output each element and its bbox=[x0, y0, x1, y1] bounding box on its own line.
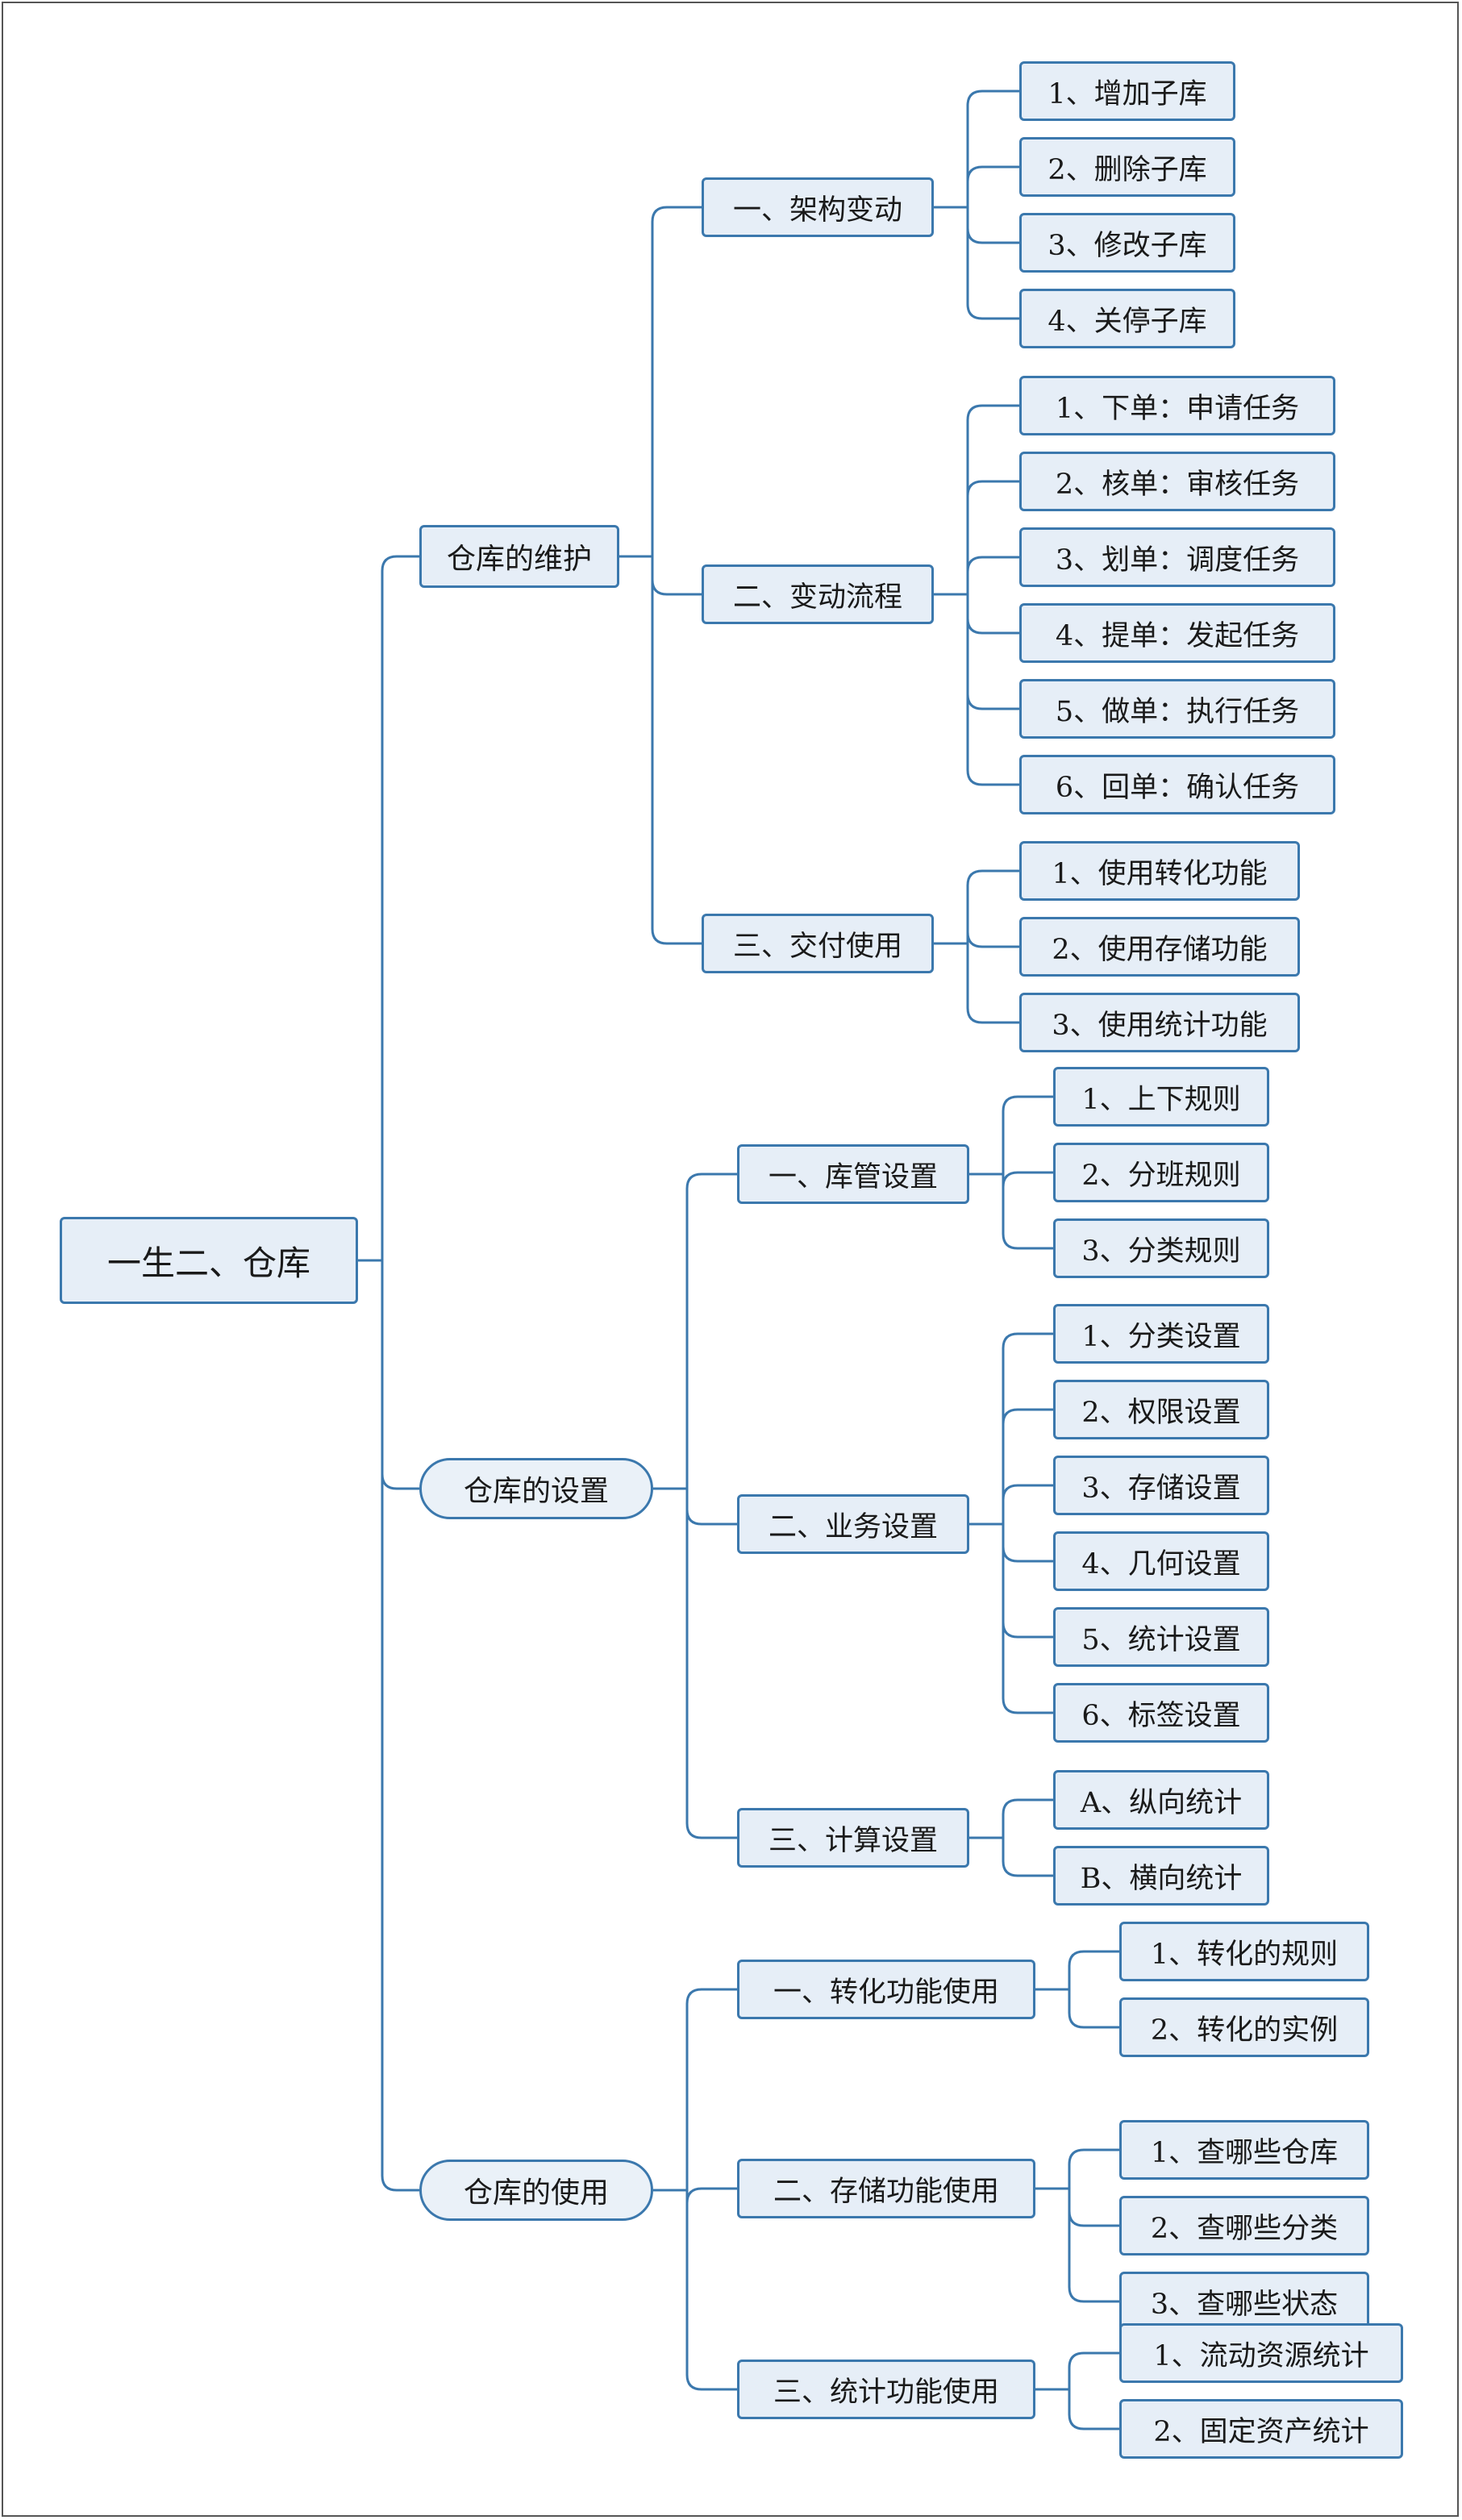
connector-line bbox=[685, 1988, 737, 2190]
branch-node[interactable]: 仓库的设置 bbox=[419, 1458, 653, 1519]
leaf-node[interactable]: 3、分类规则 bbox=[1053, 1218, 1269, 1278]
connector-line bbox=[1002, 1524, 1053, 1563]
leaf-node[interactable]: 5、做单：执行任务 bbox=[1019, 679, 1335, 739]
connector-line bbox=[1002, 1174, 1053, 1250]
leaf-node[interactable]: 3、修改子库 bbox=[1019, 213, 1235, 273]
group-node[interactable]: 一、库管设置 bbox=[737, 1144, 969, 1204]
leaf-node[interactable]: 1、使用转化功能 bbox=[1019, 841, 1300, 901]
connector-line bbox=[685, 1173, 737, 1489]
leaf-node[interactable]: 4、提单：发起任务 bbox=[1019, 603, 1335, 663]
leaf-node[interactable]: B、横向统计 bbox=[1053, 1846, 1269, 1906]
group-node[interactable]: 一、架构变动 bbox=[702, 177, 934, 237]
group-node[interactable]: 二、变动流程 bbox=[702, 564, 934, 624]
connector-line bbox=[966, 556, 1019, 594]
leaf-node[interactable]: 3、查哪些状态 bbox=[1119, 2272, 1369, 2331]
leaf-node[interactable]: 1、分类设置 bbox=[1053, 1304, 1269, 1364]
leaf-node[interactable]: 4、关停子库 bbox=[1019, 289, 1235, 348]
connector-line bbox=[381, 1260, 419, 2192]
leaf-node[interactable]: 6、标签设置 bbox=[1053, 1683, 1269, 1743]
group-node[interactable]: 一、转化功能使用 bbox=[737, 1960, 1035, 2019]
connector-line bbox=[1002, 1484, 1053, 1524]
connector-line bbox=[1002, 1798, 1053, 1838]
connector-line bbox=[381, 555, 419, 1260]
group-node[interactable]: 三、统计功能使用 bbox=[737, 2360, 1035, 2419]
connector-line bbox=[685, 2187, 737, 2204]
group-node[interactable]: 三、计算设置 bbox=[737, 1808, 969, 1868]
leaf-node[interactable]: 4、几何设置 bbox=[1053, 1531, 1269, 1591]
connector-line bbox=[966, 869, 1019, 943]
connector-line bbox=[966, 90, 1019, 207]
connector-line bbox=[1068, 2189, 1119, 2227]
connector-line bbox=[966, 480, 1019, 594]
connector-line bbox=[1002, 1171, 1053, 1188]
leaf-node[interactable]: 2、查哪些分类 bbox=[1119, 2196, 1369, 2256]
leaf-node[interactable]: 1、下单：申请任务 bbox=[1019, 376, 1335, 435]
connector-line bbox=[651, 206, 702, 556]
connector-line bbox=[1068, 1950, 1119, 1989]
leaf-node[interactable]: 1、查哪些仓库 bbox=[1119, 2120, 1369, 2180]
connector-line bbox=[381, 1260, 419, 1490]
connector-line bbox=[1002, 1095, 1053, 1174]
connector-line bbox=[1002, 1408, 1053, 1524]
connector-line bbox=[1068, 1989, 1119, 2029]
connector-line bbox=[1068, 2189, 1119, 2303]
leaf-node[interactable]: 2、核单：审核任务 bbox=[1019, 452, 1335, 511]
leaf-node[interactable]: 2、固定资产统计 bbox=[1119, 2399, 1403, 2459]
group-node[interactable]: 三、交付使用 bbox=[702, 914, 934, 973]
leaf-node[interactable]: 6、回单：确认任务 bbox=[1019, 755, 1335, 814]
leaf-node[interactable]: 2、分班规则 bbox=[1053, 1143, 1269, 1202]
connector-line bbox=[1068, 2389, 1119, 2430]
leaf-node[interactable]: 2、删除子库 bbox=[1019, 137, 1235, 197]
connector-line bbox=[651, 556, 702, 945]
branch-node[interactable]: 仓库的维护 bbox=[419, 525, 619, 588]
connector-line bbox=[966, 404, 1019, 594]
leaf-node[interactable]: 1、转化的规则 bbox=[1119, 1922, 1369, 1981]
connector-line bbox=[685, 1489, 737, 1839]
leaf-node[interactable]: 3、划单：调度任务 bbox=[1019, 527, 1335, 587]
connector-line bbox=[651, 556, 702, 596]
connector-line bbox=[966, 943, 1019, 1024]
leaf-node[interactable]: 2、转化的实例 bbox=[1119, 1997, 1369, 2057]
group-node[interactable]: 二、存储功能使用 bbox=[737, 2159, 1035, 2218]
connector-line bbox=[966, 207, 1019, 320]
leaf-node[interactable]: 5、统计设置 bbox=[1053, 1607, 1269, 1667]
connector-line bbox=[1002, 1524, 1053, 1639]
branch-node[interactable]: 仓库的使用 bbox=[419, 2160, 653, 2221]
leaf-node[interactable]: 3、使用统计功能 bbox=[1019, 993, 1300, 1052]
leaf-node[interactable]: 1、上下规则 bbox=[1053, 1067, 1269, 1127]
leaf-node[interactable]: 3、存储设置 bbox=[1053, 1456, 1269, 1515]
connector-line bbox=[1002, 1332, 1053, 1524]
leaf-node[interactable]: A、纵向统计 bbox=[1053, 1770, 1269, 1830]
connector-line bbox=[1002, 1838, 1053, 1877]
connector-line bbox=[966, 594, 1019, 710]
group-node[interactable]: 二、业务设置 bbox=[737, 1494, 969, 1554]
leaf-node[interactable]: 2、权限设置 bbox=[1053, 1380, 1269, 1439]
leaf-node[interactable]: 1、流动资源统计 bbox=[1119, 2323, 1403, 2383]
connector-line bbox=[966, 165, 1019, 207]
connector-line bbox=[966, 207, 1019, 244]
connector-line bbox=[1002, 1524, 1053, 1714]
connector-line bbox=[966, 594, 1019, 786]
connector-line bbox=[1068, 2148, 1119, 2189]
root-node[interactable]: 一生二、仓库 bbox=[60, 1217, 358, 1304]
connector-line bbox=[685, 1489, 737, 1526]
connector-line bbox=[966, 931, 1019, 948]
connector-line bbox=[685, 2190, 737, 2391]
connector-line bbox=[966, 594, 1019, 635]
leaf-node[interactable]: 2、使用存储功能 bbox=[1019, 917, 1300, 977]
leaf-node[interactable]: 1、增加子库 bbox=[1019, 61, 1235, 121]
connector-line bbox=[1068, 2351, 1119, 2389]
